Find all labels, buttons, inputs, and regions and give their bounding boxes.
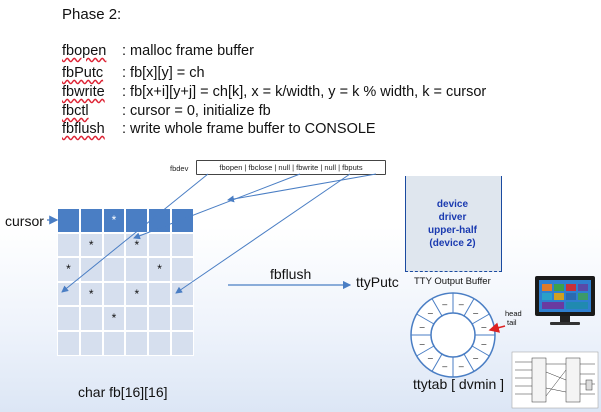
definition-name: fbctl bbox=[62, 103, 89, 119]
head-label: head bbox=[505, 309, 522, 318]
ring-spoke bbox=[471, 313, 490, 325]
fbdev-function-table: fbopen | fbclose | null | fbwrite | null… bbox=[196, 160, 386, 175]
definition-name: fbflush bbox=[62, 121, 105, 137]
definition-name: fbPutc bbox=[62, 65, 104, 81]
ttyputc-label: ttyPutc bbox=[356, 274, 399, 290]
definition-desc: : malloc frame buffer bbox=[122, 43, 254, 59]
fb-cell bbox=[148, 232, 171, 258]
fb-cell bbox=[79, 208, 103, 233]
circuit-schematic-icon bbox=[511, 351, 599, 409]
ring-slot: – bbox=[459, 361, 464, 371]
device-line-2: driver bbox=[438, 212, 467, 223]
fb-cell bbox=[171, 306, 194, 331]
ring-spoke bbox=[416, 313, 435, 325]
device-line-3: upper-half bbox=[428, 225, 477, 236]
tail-label: tail bbox=[507, 318, 517, 327]
definition-name: fbopen bbox=[62, 43, 107, 59]
slide-title: Phase 2: bbox=[62, 6, 122, 23]
fb-star: * bbox=[134, 286, 140, 301]
fb-cell: * bbox=[125, 281, 149, 307]
ring-spoke bbox=[416, 345, 435, 357]
fb-cell bbox=[57, 232, 80, 258]
ring-slot: – bbox=[428, 307, 433, 317]
ring-slot: – bbox=[473, 353, 478, 363]
definition-desc: : fb[x][y] = ch bbox=[122, 65, 205, 81]
fb-cell bbox=[148, 281, 171, 307]
ring-slot: – bbox=[428, 353, 433, 363]
ring-spoke bbox=[463, 353, 475, 372]
ttytab-label: ttytab [ dvmin ] bbox=[413, 376, 505, 392]
fbwrite-arrow bbox=[133, 173, 301, 240]
ring-slot: – bbox=[420, 322, 425, 332]
fb-star: * bbox=[88, 286, 94, 301]
fb-cell bbox=[102, 232, 126, 258]
fb-star: * bbox=[66, 262, 71, 277]
definition-3: fbctl : cursor = 0, initialize fb bbox=[62, 103, 271, 119]
ring-spoke bbox=[431, 353, 443, 372]
tty-output-buffer-label: TTY Output Buffer bbox=[414, 276, 491, 287]
ring-slot: – bbox=[442, 361, 447, 371]
fb-cell bbox=[79, 306, 103, 331]
device-line-1: device bbox=[436, 199, 469, 210]
fb-cell bbox=[148, 306, 171, 331]
device-driver-text: device driver upper-half (device 2) bbox=[405, 198, 500, 250]
fb-star: * bbox=[157, 262, 162, 277]
definition-desc: : cursor = 0, initialize fb bbox=[122, 103, 271, 119]
fb-cell bbox=[102, 281, 126, 307]
ring-spoke bbox=[471, 345, 490, 357]
frame-buffer-label: char fb[16][16] bbox=[78, 384, 168, 400]
fb-cell: * bbox=[148, 257, 171, 282]
fb-cell bbox=[79, 331, 103, 356]
fb-cell bbox=[171, 257, 194, 282]
ring-slot: – bbox=[442, 299, 447, 309]
fb-cell bbox=[171, 232, 194, 258]
ring-slot: – bbox=[473, 307, 478, 317]
fb-cell bbox=[57, 306, 80, 331]
ring-slot: – bbox=[420, 338, 425, 348]
fbputs-arrow bbox=[175, 173, 351, 294]
definition-0: fbopen : malloc frame buffer bbox=[62, 43, 254, 59]
fb-cell bbox=[125, 306, 149, 331]
fb-cell bbox=[102, 257, 126, 282]
fb-star: * bbox=[111, 311, 117, 326]
fb-cell: * bbox=[79, 232, 103, 258]
definition-4: fbflush : write whole frame buffer to CON… bbox=[62, 121, 376, 137]
ring-spoke bbox=[431, 298, 443, 317]
fb-cell bbox=[171, 331, 194, 356]
definition-2: fbwrite : fb[x+i][y+j] = ch[k], x = k/wid… bbox=[62, 84, 486, 100]
ring-slot: – bbox=[459, 299, 464, 309]
fb-star: * bbox=[134, 237, 140, 252]
fbopen-arrow bbox=[61, 173, 209, 293]
cursor-label: cursor bbox=[5, 213, 44, 229]
fb-cell bbox=[171, 208, 194, 233]
fb-cell: * bbox=[79, 281, 103, 307]
device-driver-box bbox=[405, 176, 502, 272]
fb-cell: * bbox=[57, 257, 80, 282]
definition-1: fbPutc : fb[x][y] = ch bbox=[62, 65, 205, 81]
fbctl-arrow bbox=[227, 173, 377, 203]
fb-cell bbox=[57, 331, 80, 356]
device-line-4: (device 2) bbox=[429, 238, 476, 249]
fb-star: * bbox=[111, 213, 117, 227]
monitor-icon bbox=[535, 276, 595, 325]
ring-slot: – bbox=[481, 338, 486, 348]
ring-spoke bbox=[463, 298, 475, 317]
fb-cell bbox=[125, 331, 149, 356]
fb-cell bbox=[125, 257, 149, 282]
fb-cell bbox=[102, 331, 126, 356]
fb-cell: * bbox=[102, 306, 126, 331]
definition-desc: : write whole frame buffer to CONSOLE bbox=[122, 121, 376, 137]
fb-cell: * bbox=[102, 208, 126, 233]
tty-ring-buffer: –––––––––––– bbox=[410, 292, 496, 378]
head-tail-arrow bbox=[488, 322, 506, 333]
fb-star: * bbox=[88, 237, 94, 252]
frame-buffer-grid: * * * * * * * * bbox=[57, 208, 194, 356]
definition-name: fbwrite bbox=[62, 84, 105, 100]
definition-desc: : fb[x+i][y+j] = ch[k], x = k/width, y =… bbox=[122, 84, 487, 100]
fbflush-label: fbflush bbox=[270, 266, 312, 282]
fbdev-label: fbdev bbox=[170, 164, 189, 173]
fb-cell bbox=[148, 331, 171, 356]
ring-slot: – bbox=[481, 322, 486, 332]
